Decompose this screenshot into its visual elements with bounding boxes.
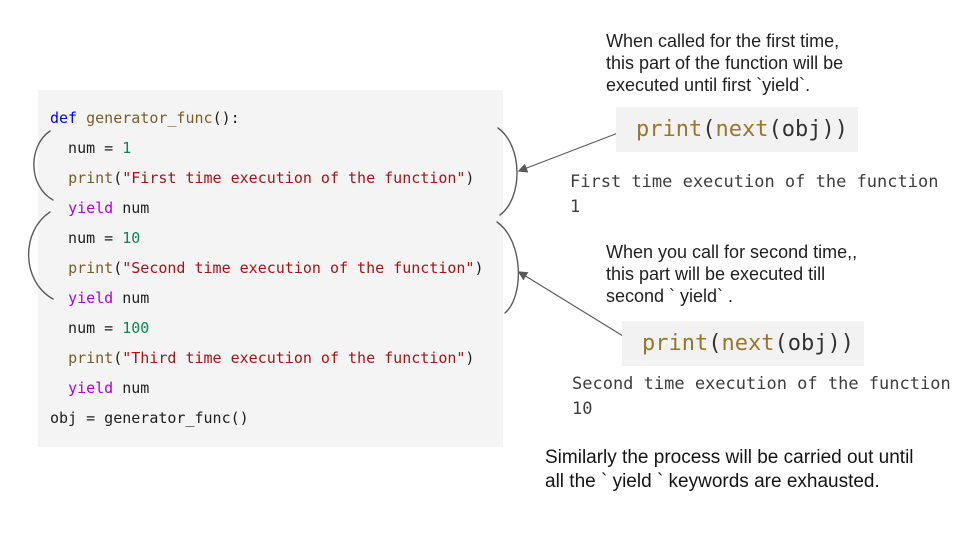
python-code-block: def generator_func(): num = 1 print("Fir… [38, 90, 503, 447]
code-token: ( [113, 349, 123, 367]
code-token: yield [68, 289, 114, 307]
code-token: 100 [122, 319, 150, 337]
code-token: 10 [122, 229, 141, 247]
second-call-output: Second time execution of the function 10 [572, 372, 951, 422]
note-line: executed until first `yield`. [606, 75, 811, 95]
code-token [50, 379, 68, 397]
output-line: 10 [572, 399, 593, 419]
note-line: this part of the function will be [606, 53, 844, 73]
note-line: second ` yield` . [606, 286, 734, 306]
code-token: ( [708, 331, 722, 356]
first-call-note: When called for the first time, this par… [606, 30, 843, 96]
output-line: Second time execution of the function [572, 374, 951, 394]
code-token: (obj)) [774, 331, 854, 356]
code-token: num [113, 379, 150, 397]
code-token: print [68, 349, 114, 367]
code-token: next [721, 331, 775, 356]
code-token: print [642, 331, 709, 356]
code-line: yield num [50, 283, 503, 313]
code-token: ( [113, 259, 123, 277]
code-token [50, 349, 68, 367]
note-line: this part will be executed till [606, 264, 826, 284]
code-token: "Second time execution of the function" [122, 259, 475, 277]
code-token: ) [474, 259, 484, 277]
code-token [50, 169, 68, 187]
code-token: num = [50, 229, 123, 247]
code-token: "Third time execution of the function" [122, 349, 466, 367]
output-line: 1 [570, 197, 581, 217]
code-token [50, 259, 68, 277]
code-token [50, 199, 68, 217]
code-line: print("Second time execution of the func… [50, 253, 503, 283]
arrow-first-call [517, 132, 619, 173]
code-line: yield num [50, 193, 503, 223]
code-token: (obj)) [768, 117, 848, 142]
code-token: num = [50, 319, 123, 337]
output-line: First time execution of the function [570, 172, 939, 192]
code-line: print("First time execution of the funct… [50, 163, 503, 193]
code-token: ) [465, 169, 475, 187]
code-token: 1 [122, 139, 132, 157]
code-token: num [113, 289, 150, 307]
code-line: obj = generator_func() [50, 403, 503, 433]
code-token: num [113, 199, 150, 217]
code-token [50, 289, 68, 307]
second-call-note: When you call for second time,, this par… [606, 241, 857, 307]
code-token: print [68, 169, 114, 187]
code-line: yield num [50, 373, 503, 403]
code-token: ) [465, 349, 475, 367]
code-token: ( [702, 117, 716, 142]
code-line: num = 100 [50, 313, 503, 343]
note-line: When you call for second time,, [606, 242, 858, 262]
print-next-snippet-1: print(next(obj)) [616, 107, 858, 152]
code-token: print [68, 259, 114, 277]
code-token: yield [68, 199, 114, 217]
code-line: def generator_func(): [50, 103, 503, 133]
code-token: ( [113, 169, 123, 187]
note-line: all the ` yield ` keywords are exhausted… [545, 471, 880, 492]
first-call-output: First time execution of the function 1 [570, 170, 938, 220]
print-next-snippet-2: print(next(obj)) [622, 321, 864, 366]
code-line: num = 10 [50, 223, 503, 253]
code-token: def [50, 109, 87, 127]
code-token: num = [50, 139, 123, 157]
code-token: generator_func [86, 109, 213, 127]
code-token: "First time execution of the function" [122, 169, 466, 187]
code-token: yield [68, 379, 114, 397]
code-line: num = 1 [50, 133, 503, 163]
code-line: print("Third time execution of the funct… [50, 343, 503, 373]
note-line: Similarly the process will be carried ou… [545, 447, 914, 468]
code-token: obj = generator_func() [50, 409, 249, 427]
code-token: print [636, 117, 703, 142]
code-token: (): [212, 109, 240, 127]
note-line: When called for the first time, [606, 31, 840, 51]
code-token: next [715, 117, 769, 142]
conclusion-note: Similarly the process will be carried ou… [545, 446, 914, 494]
